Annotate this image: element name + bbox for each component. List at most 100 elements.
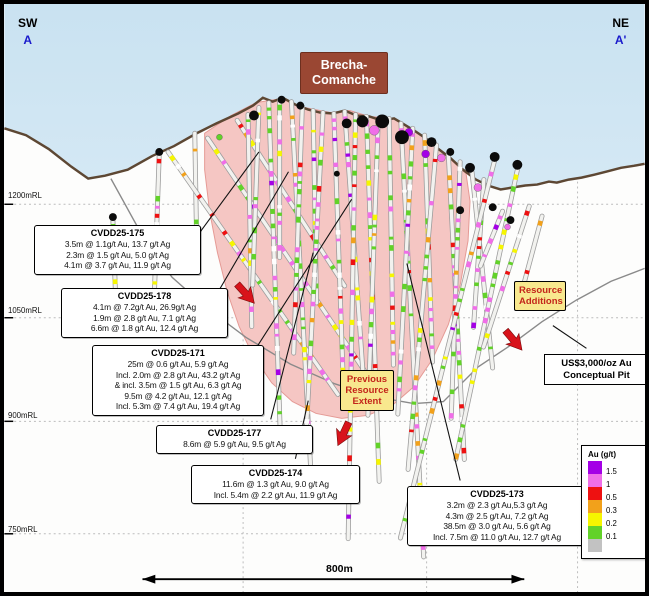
callout-interval: 4.3m @ 2.5 g/t Au, 7.2 g/t Ag [445,510,549,521]
drill-hole [405,142,439,472]
callout-interval: & incl. 3.5m @ 1.5 g/t Au, 6.3 g/t Ag [114,380,242,391]
section-title-line: Brecha- [320,58,368,72]
elevation-label: 1200mRL [8,191,42,200]
legend-row: 0.1 [588,526,645,541]
callout-interval: 4.1m @ 3.7 g/t Au, 11.9 g/t Ag [64,260,171,271]
red-arrow [502,327,523,351]
legend-row: 1.5 [588,461,645,476]
callout-interval: 11.6m @ 1.3 g/t Au, 9.0 g/t Ag [222,479,329,489]
legend-swatch [588,513,602,526]
legend-value: 0.2 [606,519,617,528]
collar-dot [489,151,500,162]
collar-dot [108,213,117,222]
collar-dot [426,137,437,148]
legend-swatch [588,487,602,500]
legend-value: 1.5 [606,467,617,476]
elevation-ticks [4,203,14,535]
drill-hole [365,116,381,418]
callout-title: CVDD25-171 [151,348,205,358]
callout-interval: 4.1m @ 7.2g/t Au, 26.9g/t Ag [92,302,196,312]
drill-hole [291,104,305,356]
drill-hole [386,115,396,368]
legend-row: 0.2 [588,513,645,528]
callout-interval: 2.3m @ 1.5 g/t Au, 5.0 g/t Ag [66,249,169,260]
direction-sw-label: SW [18,16,38,30]
collar-dot [333,170,340,177]
leader-line [270,252,314,420]
callout-interval: 25m @ 0.6 g/t Au, 5.9 g/t Ag [127,359,229,369]
callout-interval: 3.5m @ 1.1g/t Au, 13.7 g/t Ag [64,239,171,249]
collar-dots [108,95,523,225]
callout-interval: Incl. 5.4m @ 2.2 g/t Au, 11.9 g/t Ag [213,489,338,500]
leader-line [214,171,289,299]
legend-swatch [588,539,602,552]
highlight-arrows [234,281,523,447]
collar-dot [456,206,465,215]
leader-line [552,325,587,349]
assay-blob [216,134,223,141]
assay-blob [369,125,380,136]
callout-title: CVDD25-173 [470,489,524,499]
section-point-a: A [23,33,32,47]
previous-resource-extent-line: Resource [345,385,389,396]
callout-interval: 6.6m @ 1.8 g/t Au, 12.4 g/t Ag [90,323,199,334]
callout-interval: 3.2m @ 2.3 g/t Au,5.3 g/t Ag [446,500,548,510]
leader-line [406,263,461,481]
legend-value: 1 [606,480,611,489]
assay-blob [421,149,430,159]
leader-line [248,199,353,360]
legend-value: 0.5 [606,493,617,502]
drill-hole [481,203,532,350]
callout-interval: Incl. 7.5m @ 11.0 g/t Au, 12.7 g/t Ag [432,531,562,542]
legend-title: Au (g/t) [588,450,616,459]
callout-interval: 1.9m @ 2.8 g/t Au, 7.1 g/t Ag [93,312,196,323]
conceptual-pit-label-line: US$3,000/oz Au [561,358,632,369]
collar-dot [155,148,164,156]
section-title-line: Comanche [312,73,376,87]
drill-hole [250,105,262,288]
legend-swatch [588,500,602,513]
drill-hole [448,159,463,421]
scale-bar-arrow [142,574,525,584]
legend-row: 1 [588,474,645,489]
red-arrow [336,420,353,447]
legend-swatch [588,461,602,474]
collar-dot [341,118,352,129]
previous-resource-extent-line: Previous [346,374,388,385]
drill-hole [395,125,416,417]
callout-interval: 8.6m @ 5.9 g/t Au, 9.5 g/t Ag [183,439,286,449]
section-direction-left: SW A [18,16,37,47]
collar-dot [277,95,286,104]
legend-value: 0.1 [606,532,617,541]
collar-dot [249,110,259,121]
drill-hole [266,100,283,431]
resource-additions-line: Additions [519,296,563,307]
legend-row [588,539,645,552]
collar-dot [395,130,409,145]
legend-row: 0.3 [588,500,645,515]
elevation-label: 900mRL [8,411,38,420]
collar-dot [296,101,305,110]
section-point-a-prime: A' [614,33,627,47]
collar-dot [506,216,515,225]
drill-hole [303,110,326,446]
legend-swatch [588,474,602,487]
conceptual-pit-label-line: Conceptual Pit [563,369,630,381]
callout-interval: 38.5m @ 3.0 g/t Au, 5.6 g/t Ag [443,521,551,532]
assay-blob [437,153,446,163]
resource-additions-line: Resource [519,285,563,296]
legend-swatch [588,526,602,539]
collar-dot [512,159,523,170]
callout-interval: 9.5m @ 4.2 g/t Au, 12.1 g/t Ag [124,390,232,401]
callout-interval: Incl. 5.3m @ 7.4 g/t Au, 19.4 g/t Ag [115,401,241,412]
section-direction-right: NE A' [612,16,629,47]
